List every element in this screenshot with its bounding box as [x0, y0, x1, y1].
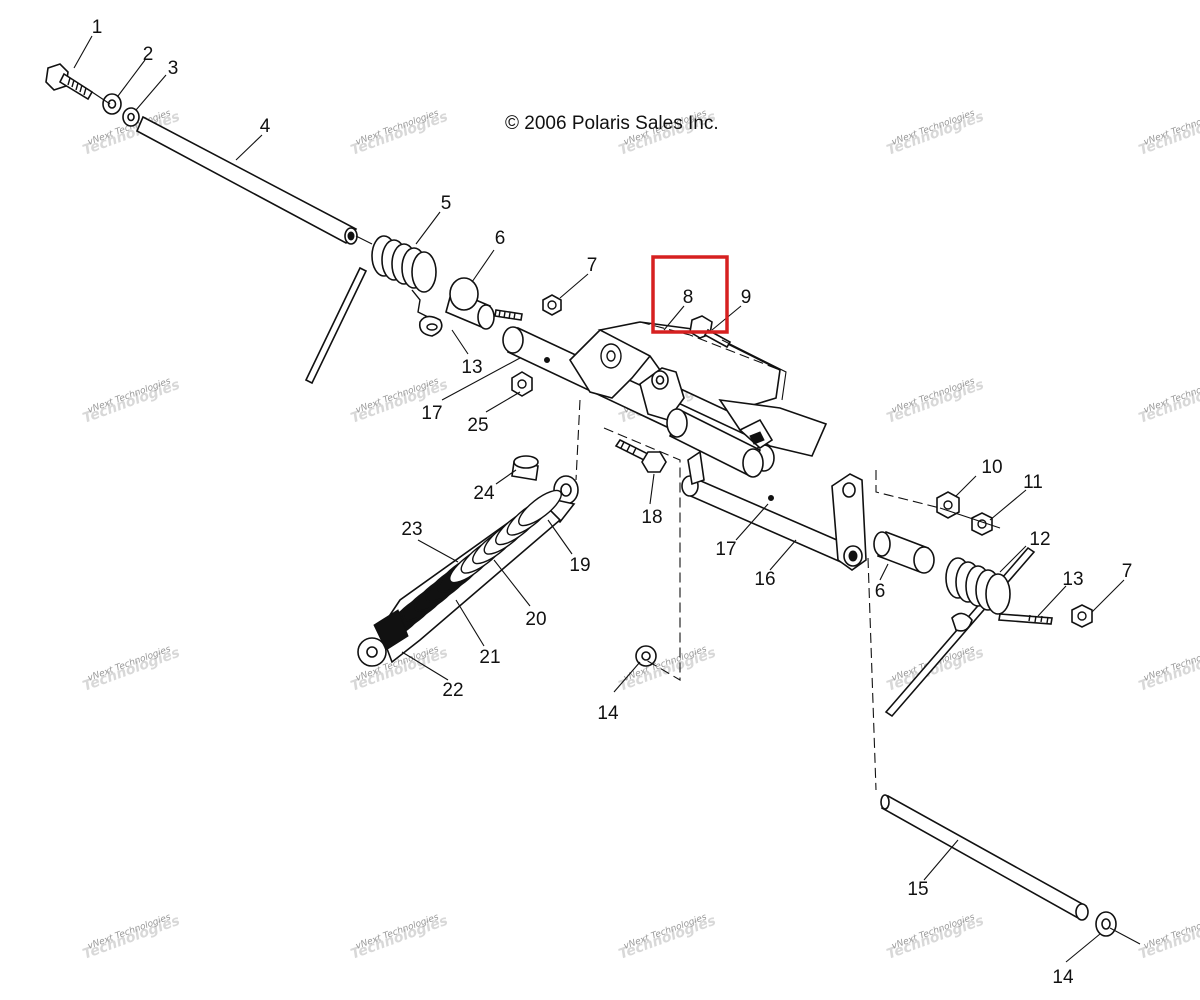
- copyright-text: © 2006 Polaris Sales Inc.: [505, 113, 719, 134]
- callout-12[interactable]: 12: [1029, 529, 1050, 550]
- part-5-torsion-spring[interactable]: [304, 235, 443, 385]
- part-12-torsion-spring[interactable]: [884, 546, 1036, 718]
- callout-15[interactable]: 15: [907, 879, 928, 900]
- callout-6[interactable]: 6: [875, 581, 886, 602]
- callout-21[interactable]: 21: [479, 647, 500, 668]
- callout-17[interactable]: 17: [421, 403, 442, 424]
- callout-18[interactable]: 18: [641, 507, 662, 528]
- callout-14[interactable]: 14: [1052, 967, 1074, 988]
- callout-6[interactable]: 6: [495, 228, 506, 249]
- part-10-nut[interactable]: [936, 491, 960, 519]
- callout-11[interactable]: 11: [1023, 472, 1043, 493]
- callout-7[interactable]: 7: [587, 255, 598, 276]
- part-1-bolt[interactable]: [45, 63, 94, 101]
- callout-13[interactable]: 13: [461, 357, 482, 378]
- part-7-nut-right[interactable]: [1071, 604, 1093, 628]
- callout-8[interactable]: 8: [683, 287, 694, 308]
- callout-5[interactable]: 5: [441, 193, 452, 214]
- callout-22[interactable]: 22: [442, 680, 463, 701]
- part-6-bushing-right[interactable]: [873, 530, 935, 574]
- callout-3[interactable]: 3: [168, 58, 179, 79]
- part-14-washer-center[interactable]: [635, 645, 657, 667]
- part-25-nut[interactable]: [511, 371, 533, 397]
- part-24-bushing[interactable]: [511, 455, 539, 481]
- callout-9[interactable]: 9: [741, 287, 752, 308]
- callout-13[interactable]: 13: [1062, 569, 1083, 590]
- callout-19[interactable]: 19: [569, 555, 590, 576]
- callout-14[interactable]: 14: [597, 703, 619, 724]
- part-11-nut[interactable]: [971, 512, 993, 536]
- callout-20[interactable]: 20: [525, 609, 546, 630]
- part-6-bushing-left[interactable]: [445, 277, 495, 330]
- part-15-shaft[interactable]: [880, 794, 1089, 921]
- part-13-bolt-left[interactable]: [494, 309, 523, 321]
- callout-25[interactable]: 25: [467, 415, 488, 436]
- front-arm-assembly[interactable]: [502, 321, 867, 571]
- part-4-shaft[interactable]: [135, 115, 358, 245]
- leader-lines: [73, 35, 1125, 963]
- callout-16[interactable]: 16: [754, 569, 775, 590]
- callout-4[interactable]: 4: [260, 116, 271, 137]
- part-13-bolt-right[interactable]: [998, 613, 1053, 625]
- part-14-washer-lower[interactable]: [1095, 911, 1117, 937]
- callout-1[interactable]: 1: [92, 17, 103, 38]
- part-19-23-shock-absorber[interactable]: [357, 475, 579, 667]
- highlight-box: [651, 255, 729, 334]
- callout-2[interactable]: 2: [143, 44, 154, 65]
- spring-coil: [518, 489, 562, 527]
- assembly-lines: [91, 91, 1141, 945]
- callout-24[interactable]: 24: [473, 483, 495, 504]
- callout-10[interactable]: 10: [981, 457, 1002, 478]
- part-3-washer[interactable]: [122, 107, 140, 127]
- callout-17[interactable]: 17: [715, 539, 736, 560]
- callout-7[interactable]: 7: [1122, 561, 1133, 582]
- part-2-washer[interactable]: [102, 93, 122, 115]
- callout-23[interactable]: 23: [401, 519, 422, 540]
- part-7-nut-top[interactable]: [542, 294, 562, 316]
- part-18-bolt[interactable]: [614, 438, 667, 473]
